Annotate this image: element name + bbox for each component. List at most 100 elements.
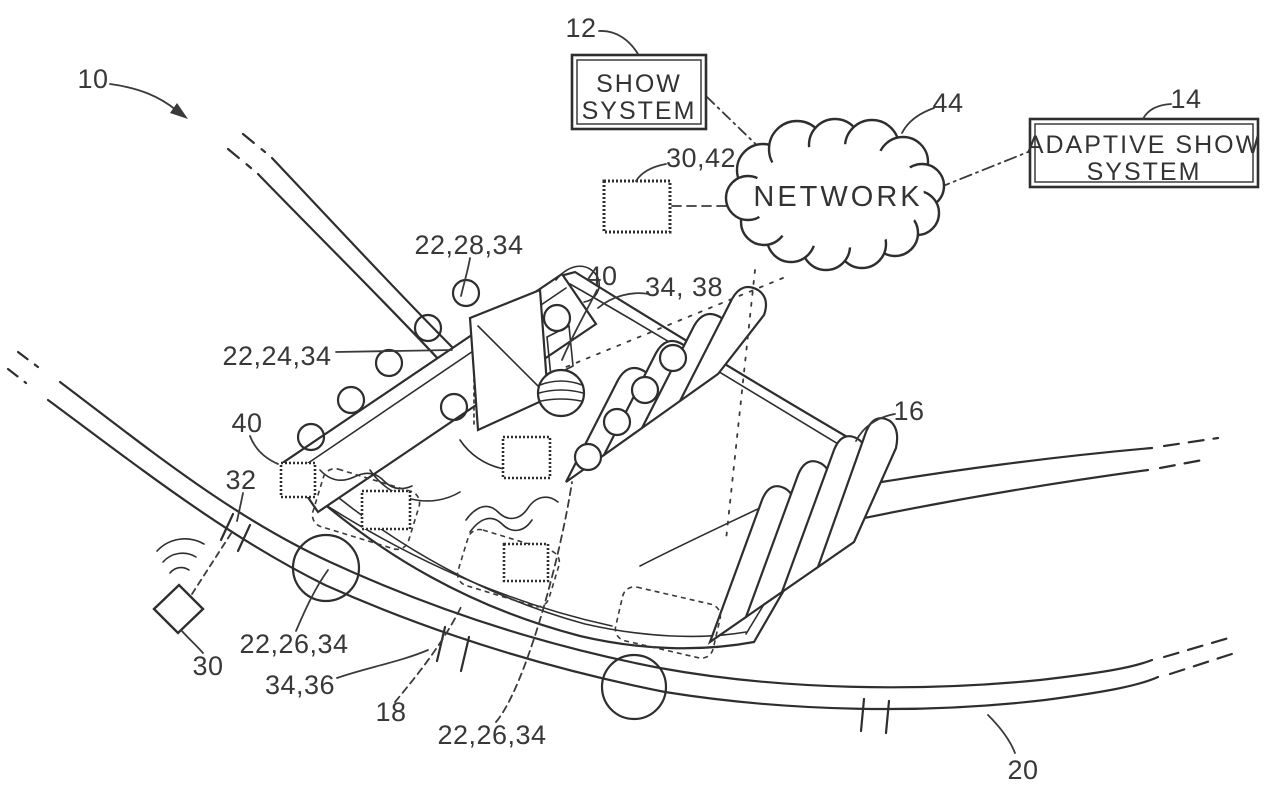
ref-label-22-28-34: 22,28,34 [414,230,523,260]
near-rail-dash-entry [16,350,40,369]
show-system-inner-border [576,59,702,125]
leader-16 [855,413,896,442]
leader-20 [987,714,1016,754]
near-rail-bottom-line [46,398,1160,711]
far-rail-left-outer [270,156,457,352]
show-system-label-line1: SHOW [596,70,682,98]
ref-label-22-26-34-b: 22,26,34 [437,720,546,750]
cushion-roll-squiggle [319,469,413,490]
ball-speaker-body [536,368,586,418]
seat-row-middle [565,285,768,483]
speaker-hole [451,278,481,308]
far-rail-dash-exit [1162,436,1220,448]
show-system-label-line2: SYSTEM [582,97,697,125]
wireless-device [152,531,233,635]
near-rail-dash-entry-2 [6,367,28,385]
leader-12 [598,30,639,55]
sensor-square [502,542,550,583]
leader-18 [394,604,463,703]
wheel-rear [600,653,668,721]
ref-label-22-24-34: 22,24,34 [222,341,331,371]
leader-10 [109,83,177,111]
ref-label-40-floor: 40 [231,408,262,438]
sensor-square [501,435,552,480]
seat-speaker-hole [602,407,632,437]
floor-front-edge [317,499,613,627]
ref-label-32: 32 [225,465,256,495]
near-rail-top-line [58,380,1154,689]
adaptive-inner-border [1034,123,1254,183]
ref-label-20: 20 [1007,755,1038,785]
cable-squiggle [465,496,559,521]
speaker-hole [374,348,404,378]
far-rail-right-outer [850,446,1154,489]
ref-label-30-42: 30,42 [666,143,736,173]
far-rail-dash-entry-2 [226,147,253,170]
network-cloud: NETWORK [724,117,946,272]
leader-lines [109,30,1172,754]
adaptive-show-system-box: ADAPTIVE SHOW SYSTEM [1027,117,1261,189]
rail-tick-32 [219,512,235,542]
transmitter-box [602,179,672,234]
connector-cloud-adaptive [937,151,1029,189]
cloud-core [752,144,924,248]
connector-cloud-vehicle-b [725,269,756,541]
show-system-outer-border [570,53,708,131]
leader-22-26-34-a [295,569,329,632]
ref-label-40-top: 40 [586,261,617,291]
leader-14 [1142,103,1172,120]
leader-44 [901,107,935,134]
ref-label-34-38: 34, 38 [645,272,723,302]
speaker-hole [413,313,443,343]
ref-label-30: 30 [192,651,223,681]
arrowhead-10 [170,103,188,119]
ball-speaker [536,324,586,418]
speaker-hole [542,303,572,333]
wheel-front [291,533,361,603]
rail-tick-32b [236,523,252,553]
ride-vehicle [279,265,899,659]
leader-22-24-34 [335,349,453,353]
device-body [152,583,205,635]
sensor-square [360,489,412,531]
leader-30-42 [635,163,667,182]
phantom-rect [614,586,722,659]
rail-tick-right-a [859,697,866,733]
ref-label-44: 44 [932,88,963,118]
cushion-edge [369,469,461,502]
far-rail-right-inner [843,468,1150,524]
speaker-hole [439,392,469,422]
leader-40-top [561,289,598,361]
near-rail-dash-exit-2 [1168,650,1240,676]
speaker-window [546,324,574,379]
near-rail-dash-exit [1162,635,1234,659]
vehicle-sensors [279,435,552,583]
rail-tick-18a [435,625,447,663]
rail-tick-18b [459,635,471,673]
ball-stripe [540,398,582,402]
speaker-hole [336,385,366,415]
adaptive-label-line1: ADAPTIVE SHOW [1027,131,1261,159]
seat-speaker-hole [573,442,603,472]
track-far-rail [226,132,1220,524]
seat-panel-diagonal [477,325,543,391]
seat-speaker-hole [658,343,688,373]
network-label: NETWORK [753,181,922,213]
seat-speaker-hole [630,375,660,405]
leader-22-28-34 [460,257,471,297]
ref-label-10: 10 [77,64,108,94]
adaptive-label-line2: SYSTEM [1087,158,1202,186]
wifi-icon [156,538,205,574]
ref-label-34-36: 34,36 [265,670,335,700]
ref-label-12: 12 [565,13,596,43]
vehicle-wheels [291,533,668,721]
leader-40-floor [249,435,279,465]
leader-34-38 [597,292,650,309]
ref-label-22-26-34-a: 22,26,34 [239,629,348,659]
leader-34-36 [336,649,429,679]
leader-22-26-34-b [495,481,573,723]
connector-device-track [191,531,233,595]
ref-label-14: 14 [1170,84,1201,114]
